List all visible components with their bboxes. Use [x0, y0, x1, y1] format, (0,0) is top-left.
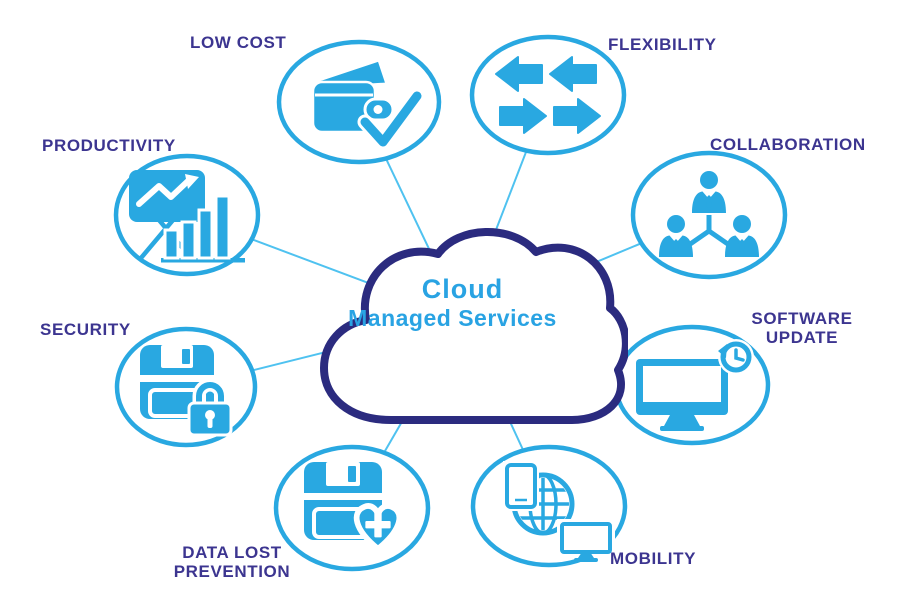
node-productivity: [112, 152, 262, 278]
cloud-subtitle: Managed Services: [348, 305, 557, 331]
floppy-disk-heart-plus-icon: [304, 462, 403, 552]
node-security: [113, 325, 259, 449]
globe-devices-icon: [503, 461, 615, 562]
swap-arrows-icon: [495, 56, 601, 134]
wallet-check-icon: [311, 58, 425, 150]
node-data-lost-prevention: [272, 443, 432, 573]
node-label-flexibility: FLEXIBILITY: [608, 35, 717, 54]
node-label-mobility: MOBILITY: [610, 549, 697, 568]
node-flexibility: [468, 33, 628, 157]
node-low-cost: [275, 38, 443, 166]
cloud-title: Cloud: [421, 274, 504, 304]
node-label-productivity: PRODUCTIVITY: [42, 136, 176, 155]
node-label-collaboration: COLLABORATION: [710, 135, 866, 154]
node-label-software-update: SOFTWARE UPDATE: [751, 309, 853, 347]
node-software-update: [612, 323, 772, 447]
floppy-disk-padlock-icon: [140, 345, 233, 437]
node-mobility: [469, 443, 629, 569]
monitor-update-clock-icon: [636, 339, 754, 431]
cloud-shape: [320, 228, 628, 424]
node-label-data-lost-prevention: DATA LOST PREVENTION: [173, 543, 291, 581]
team-hierarchy-icon: [659, 171, 759, 257]
presentation-chart-bars-icon: [129, 170, 245, 263]
node-label-low-cost: LOW COST: [190, 33, 287, 52]
node-label-security: SECURITY: [40, 320, 131, 339]
node-collaboration: [629, 149, 789, 281]
